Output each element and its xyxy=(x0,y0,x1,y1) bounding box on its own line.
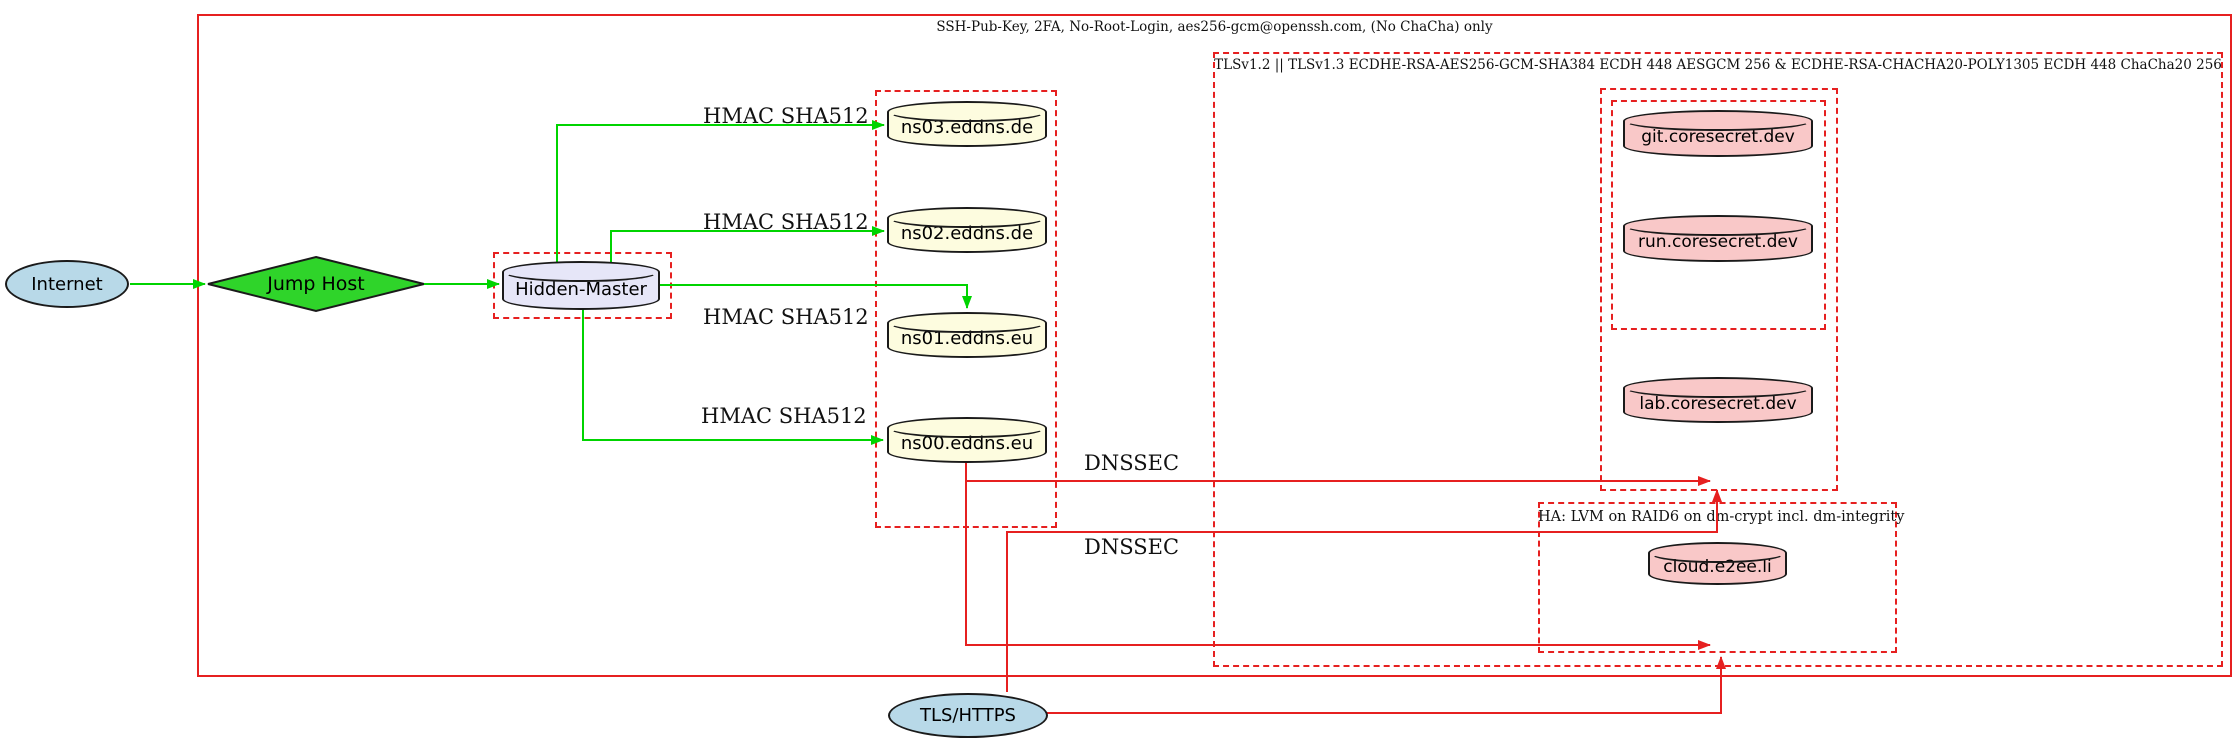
coresecret-inner-cluster-box xyxy=(1611,100,1826,330)
cloud-node-label: cloud.e2ee.li xyxy=(1663,557,1772,577)
ns01-node-label: ns01.eddns.eu xyxy=(900,328,1034,349)
git-node-label: git.coresecret.dev xyxy=(1641,127,1795,147)
ns00-node-label: ns00.eddns.eu xyxy=(900,433,1034,454)
git-node: git.coresecret.dev xyxy=(1623,110,1813,157)
tls-cluster-label: TLSv1.2 || TLSv1.3 ECDHE-RSA-AES256-GCM-… xyxy=(1214,57,2222,73)
hidden-master-node: Hidden-Master xyxy=(502,261,660,310)
ns01-node: ns01.eddns.eu xyxy=(887,312,1047,358)
ssh-cluster-label: SSH-Pub-Key, 2FA, No-Root-Login, aes256-… xyxy=(936,19,1493,35)
cloud-node: cloud.e2ee.li xyxy=(1648,542,1787,585)
tls-https-node-label: TLS/HTTPS xyxy=(919,705,1016,726)
hmac-label-ns03: HMAC SHA512 xyxy=(703,104,869,128)
tls-https-node: TLS/HTTPS xyxy=(888,693,1048,738)
dnssec-label-coresecret: DNSSEC xyxy=(1084,451,1180,475)
dnssec-label-ha: DNSSEC xyxy=(1084,535,1180,559)
hmac-label-ns01: HMAC SHA512 xyxy=(703,305,869,329)
run-node: run.coresecret.dev xyxy=(1623,215,1813,262)
lab-node: lab.coresecret.dev xyxy=(1623,377,1813,423)
ns03-node: ns03.eddns.de xyxy=(887,101,1047,147)
ns00-node: ns00.eddns.eu xyxy=(887,417,1047,463)
ns02-node-label: ns02.eddns.de xyxy=(900,223,1034,244)
hmac-label-ns00: HMAC SHA512 xyxy=(701,404,867,428)
internet-node: Internet xyxy=(5,260,129,308)
ns02-node: ns02.eddns.de xyxy=(887,207,1047,253)
ns03-node-label: ns03.eddns.de xyxy=(900,117,1034,138)
run-node-label: run.coresecret.dev xyxy=(1638,232,1798,252)
hmac-label-ns02: HMAC SHA512 xyxy=(703,210,869,234)
ha-cluster-label: HA: LVM on RAID6 on dm-crypt incl. dm-in… xyxy=(1538,509,1905,525)
internet-node-label: Internet xyxy=(31,273,103,295)
lab-node-label: lab.coresecret.dev xyxy=(1639,393,1797,414)
jump-host-node: Jump Host xyxy=(267,273,365,295)
hidden-master-node-label: Hidden-Master xyxy=(515,278,647,300)
